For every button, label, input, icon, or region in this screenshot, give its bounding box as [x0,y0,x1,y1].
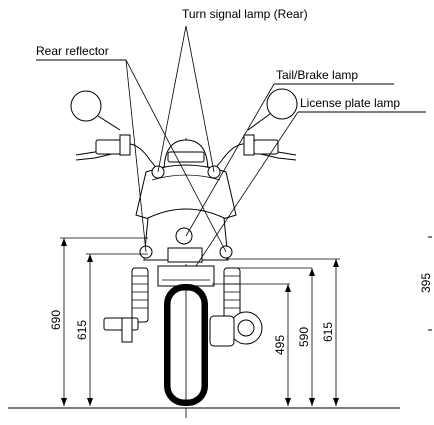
label-tail-brake: Tail/Brake lamp [276,68,358,82]
dim-495: 495 [273,335,287,355]
motorcycle-drawing [70,88,298,406]
right-mirror [266,88,298,120]
label-turn-signal: Turn signal lamp (Rear) [182,7,308,21]
license-plate [157,265,215,287]
dim-615-left: 615 [75,320,89,340]
dim-395: 395 [419,273,433,293]
shock-left [131,267,149,323]
left-footpeg [103,317,139,331]
label-license-plate: License plate lamp [300,96,400,110]
callout-lines [36,25,426,267]
label-rear-reflector: Rear reflector [36,44,109,58]
dimension-lines [60,236,432,406]
dim-690: 690 [49,310,63,330]
left-mirror [70,90,102,122]
dim-615-right: 615 [321,322,335,342]
dim-590: 590 [297,327,311,347]
